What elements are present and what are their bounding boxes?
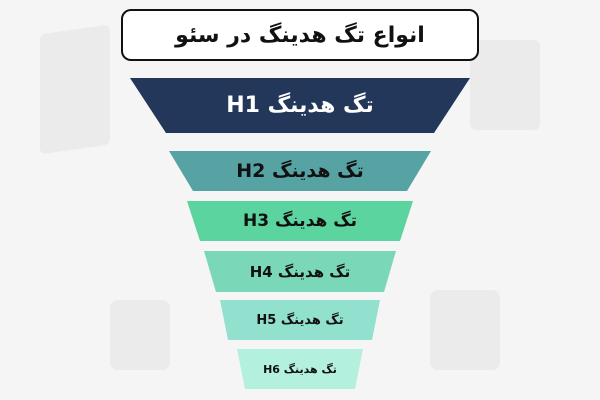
title-box: انواع تگ هدینگ در سئو xyxy=(121,9,479,61)
funnel-level-h6: تگ هدینگ H6 xyxy=(0,349,600,389)
funnel-level-h4: تگ هدینگ H4 xyxy=(0,251,600,292)
funnel-segment-shape xyxy=(220,300,380,340)
funnel-segment-shape xyxy=(187,201,413,241)
funnel-level-label: تگ هدینگ H4 xyxy=(249,262,351,281)
funnel-level-h1: تگ هدینگ H1 xyxy=(0,78,600,133)
funnel-segment-shape xyxy=(237,349,363,389)
funnel-level-label: تگ هدینگ H2 xyxy=(236,160,364,182)
funnel-level-label: تگ هدینگ H3 xyxy=(242,211,358,231)
funnel-segment-shape xyxy=(169,151,431,191)
funnel-level-label: تگ هدینگ H5 xyxy=(256,312,344,328)
page-title: انواع تگ هدینگ در سئو xyxy=(175,22,425,48)
funnel-level-label: تگ هدینگ H6 xyxy=(263,362,337,376)
funnel-segment-shape xyxy=(130,78,470,133)
funnel-segment-shape xyxy=(204,251,396,292)
funnel-level-h3: تگ هدینگ H3 xyxy=(0,201,600,241)
funnel-level-h2: تگ هدینگ H2 xyxy=(0,151,600,191)
funnel-level-h5: تگ هدینگ H5 xyxy=(0,300,600,340)
funnel-level-label: تگ هدینگ H1 xyxy=(226,93,374,118)
